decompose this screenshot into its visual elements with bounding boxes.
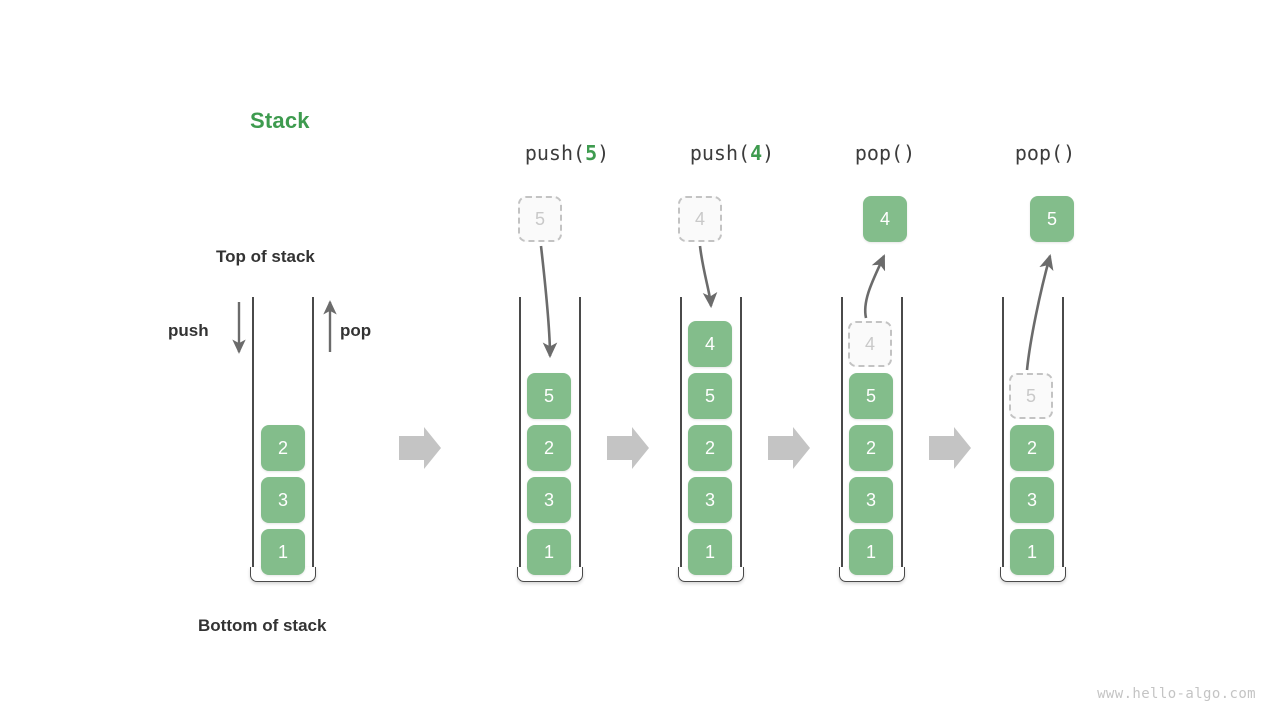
- flow-arrow-4: [929, 427, 971, 469]
- stack-box: 5: [849, 373, 893, 419]
- tube-wall-left: [252, 297, 254, 579]
- op-header-push-5: push(5): [525, 141, 609, 165]
- op-close: ): [1063, 141, 1076, 165]
- op-close: ): [903, 141, 916, 165]
- op-name: pop(: [1014, 141, 1064, 165]
- flow-arrow-1: [399, 427, 441, 469]
- page-title: Stack: [250, 108, 310, 133]
- stack-box: 3: [527, 477, 571, 523]
- tube-wall-right: [1062, 297, 1064, 579]
- stack-box: 2: [527, 425, 571, 471]
- stack-box: 1: [261, 529, 305, 575]
- stack-box: 2: [261, 425, 305, 471]
- stack-box: 1: [688, 529, 732, 575]
- stack-box: 2: [688, 425, 732, 471]
- tube-wall-right: [740, 297, 742, 579]
- tube-wall-right: [901, 297, 903, 579]
- tube-wall-left: [519, 297, 521, 579]
- op-close: ): [597, 141, 610, 165]
- tube-wall-left: [1002, 297, 1004, 579]
- tube-wall-left: [841, 297, 843, 579]
- tube-wall-right: [579, 297, 581, 579]
- top-of-stack-label: Top of stack: [216, 247, 315, 266]
- stack-box: 5: [688, 373, 732, 419]
- flow-arrow-2: [607, 427, 649, 469]
- stack-box: 1: [527, 529, 571, 575]
- vacated-slot-ghost: 4: [848, 321, 892, 367]
- stack-box: 3: [1010, 477, 1054, 523]
- stack-box: 1: [849, 529, 893, 575]
- incoming-box-ghost: 4: [678, 196, 722, 242]
- stack-box: 1: [1010, 529, 1054, 575]
- stack-box: 3: [688, 477, 732, 523]
- push-label: push: [168, 321, 209, 340]
- op-name: push(: [689, 141, 751, 165]
- stack-box: 2: [1010, 425, 1054, 471]
- op-arg: 4: [750, 141, 763, 165]
- stack-box: 3: [849, 477, 893, 523]
- tube-wall-right: [312, 297, 314, 579]
- stack-box: 3: [261, 477, 305, 523]
- incoming-box-ghost: 5: [518, 196, 562, 242]
- stack-box: 4: [688, 321, 732, 367]
- op-name: push(: [524, 141, 586, 165]
- op-header-pop-2: pop(): [1015, 141, 1075, 165]
- stack-box: 5: [527, 373, 571, 419]
- bottom-of-stack-label: Bottom of stack: [198, 616, 327, 635]
- op-name: pop(: [854, 141, 904, 165]
- op-header-push-4: push(4): [690, 141, 774, 165]
- popped-box: 4: [863, 196, 907, 242]
- flow-arrow-3: [768, 427, 810, 469]
- vacated-slot-ghost: 5: [1009, 373, 1053, 419]
- stack-box: 2: [849, 425, 893, 471]
- watermark: www.hello-algo.com: [1097, 686, 1256, 702]
- popped-box: 5: [1030, 196, 1074, 242]
- tube-wall-left: [680, 297, 682, 579]
- op-close: ): [762, 141, 775, 165]
- op-arg: 5: [585, 141, 598, 165]
- pop-label: pop: [340, 321, 372, 340]
- op-header-pop-1: pop(): [855, 141, 915, 165]
